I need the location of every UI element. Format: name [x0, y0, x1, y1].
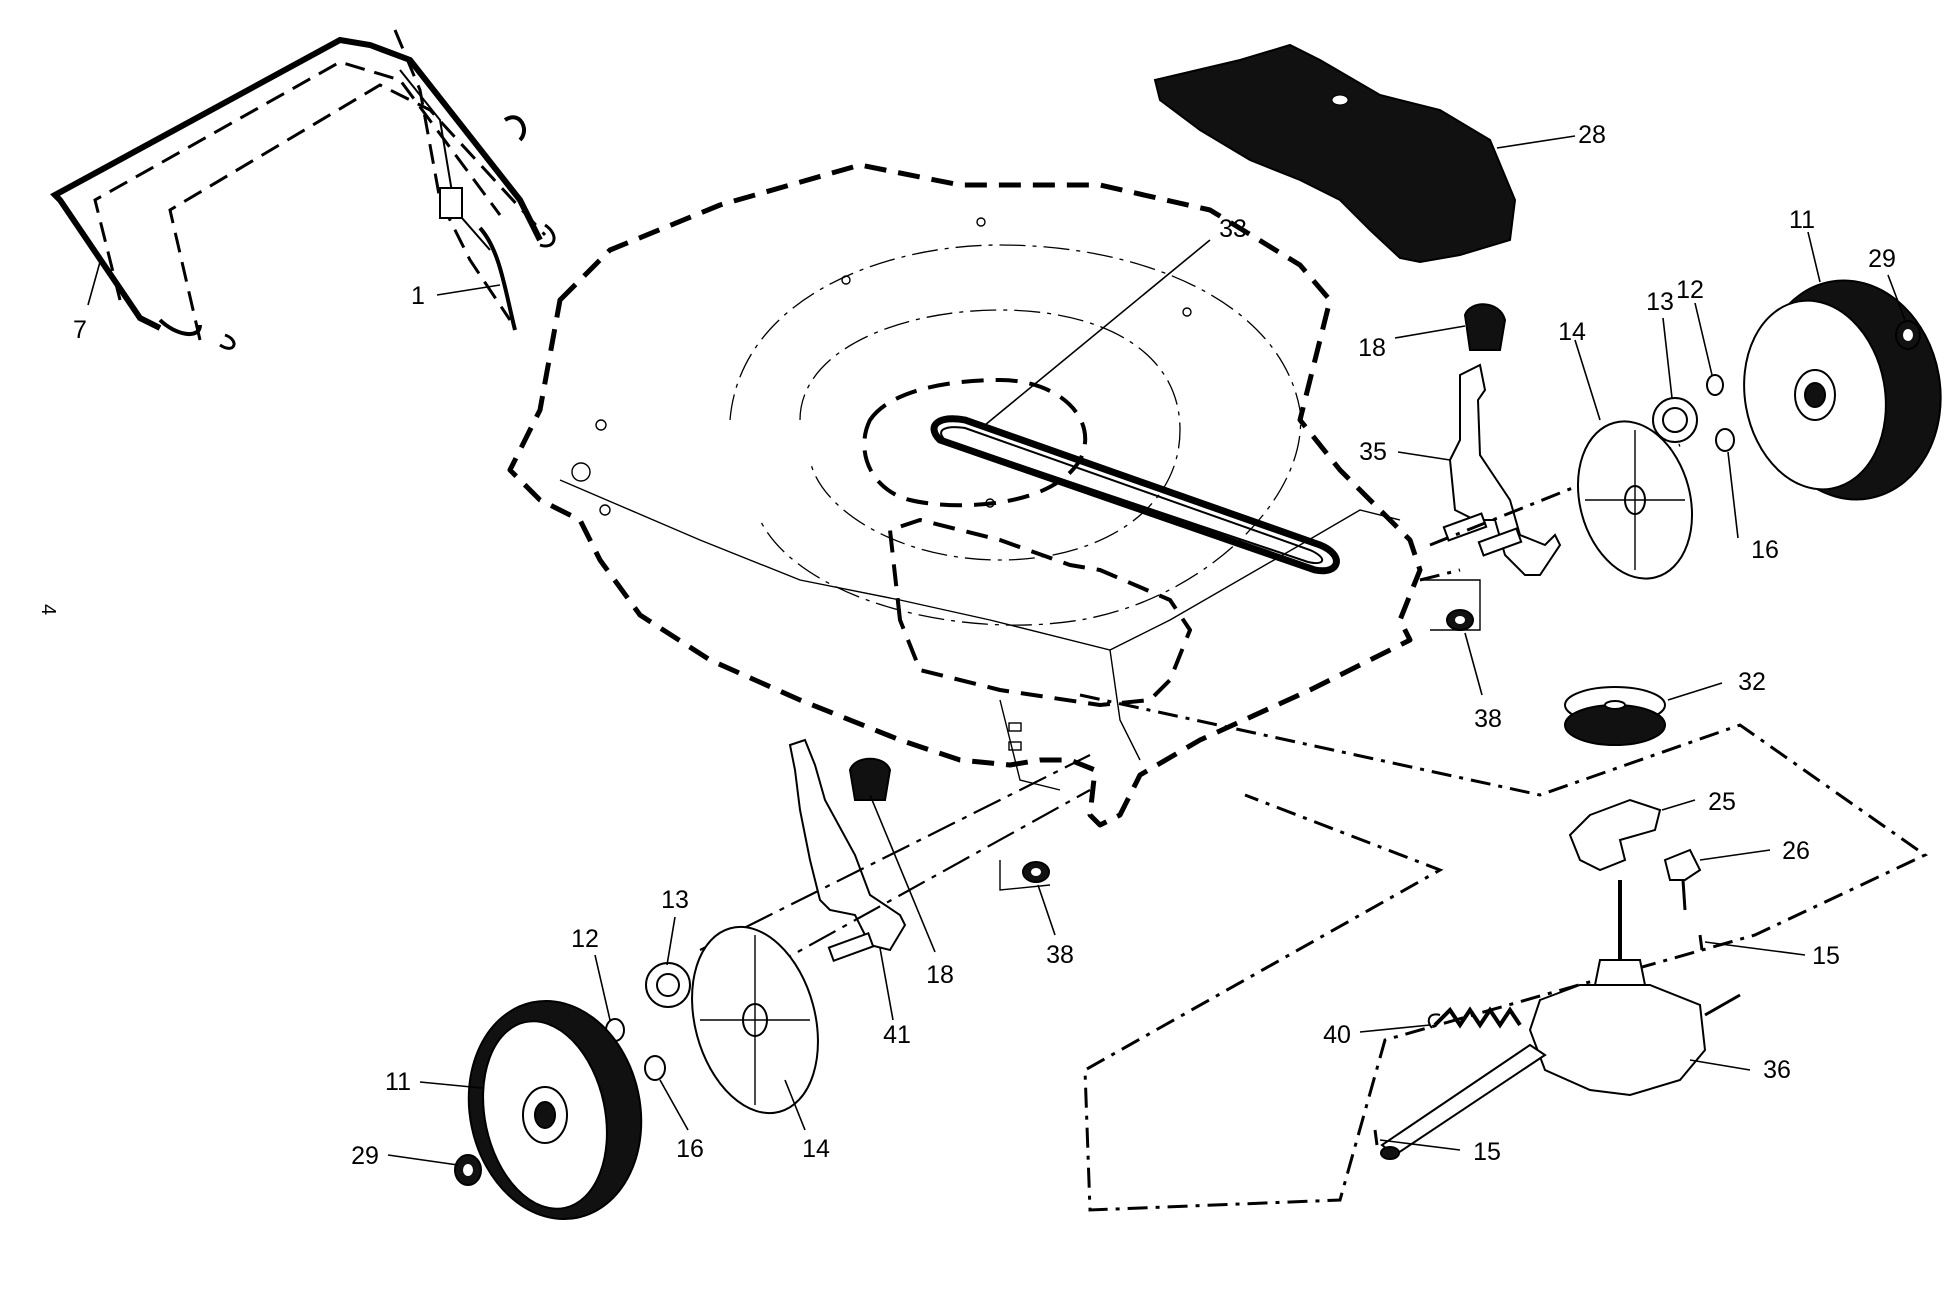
callout-25: 25	[1708, 788, 1736, 816]
callout-32: 32	[1738, 668, 1766, 696]
callout-15-lower: 15	[1473, 1138, 1501, 1166]
handle-assembly	[50, 29, 556, 350]
callout-40: 40	[1323, 1021, 1351, 1049]
callout-12-right: 12	[1676, 276, 1704, 304]
drive-belt	[930, 415, 1340, 575]
callout-33: 33	[1219, 215, 1247, 243]
rear-flap	[1153, 43, 1517, 264]
callout-36: 36	[1763, 1056, 1791, 1084]
callout-28: 28	[1578, 121, 1606, 149]
callout-16-right: 16	[1751, 536, 1779, 564]
callout-1: 1	[411, 282, 425, 310]
callout-38-left: 38	[1046, 941, 1074, 969]
right-wheel-group	[1576, 279, 1942, 580]
callout-11-left: 11	[385, 1068, 411, 1096]
callout-26: 26	[1782, 837, 1810, 865]
callout-41: 41	[883, 1021, 911, 1049]
callout-7: 7	[73, 316, 87, 344]
transmission-group	[1079, 686, 1928, 1212]
callout-14-left: 14	[802, 1135, 830, 1163]
callout-14-right: 14	[1558, 318, 1586, 346]
callout-35: 35	[1359, 438, 1387, 466]
callout-13-right: 13	[1646, 288, 1674, 316]
leader-lines	[87, 135, 1906, 1166]
callout-18-right: 18	[1358, 334, 1386, 362]
callout-38-right: 38	[1474, 705, 1502, 733]
mower-deck	[507, 162, 1423, 828]
callout-11-right: 11	[1789, 206, 1815, 234]
callout-13-left: 13	[661, 886, 689, 914]
callout-15-upper: 15	[1812, 942, 1840, 970]
callout-16-left: 16	[676, 1135, 704, 1163]
left-wheel-group	[454, 925, 819, 1221]
right-height-adjuster	[1419, 303, 1681, 631]
callout-18-left: 18	[926, 961, 954, 989]
callout-29-right: 29	[1868, 245, 1896, 273]
callout-labels: 1 7 28 33 18 35 14 13 12 11 29 16 38 32 …	[73, 121, 1896, 1170]
callout-29-left: 29	[351, 1142, 379, 1170]
callout-12-left: 12	[571, 925, 599, 953]
